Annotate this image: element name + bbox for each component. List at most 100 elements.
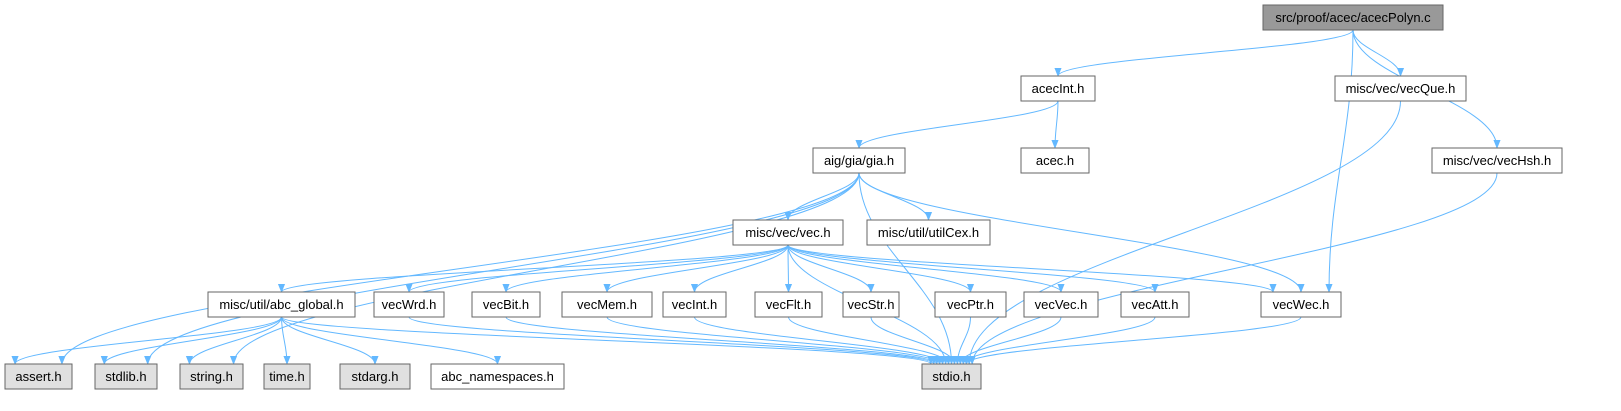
node-string: string.h	[179, 363, 244, 390]
node-time: time.h	[263, 363, 311, 390]
node-vecWec[interactable]: vecWec.h	[1260, 291, 1342, 318]
edge-acecInt-to-acec	[1051, 100, 1059, 149]
node-label: vecFlt.h	[766, 297, 812, 312]
node-box	[662, 291, 727, 318]
node-box	[373, 291, 445, 318]
node-acecInt[interactable]: acecInt.h	[1020, 75, 1096, 102]
node-vecHsh[interactable]: misc/vec/vecHsh.h	[1431, 147, 1563, 174]
node-abc_global[interactable]: misc/util/abc_global.h	[207, 291, 356, 318]
node-label: vecAtt.h	[1132, 297, 1179, 312]
node-box	[921, 363, 982, 390]
edge-vecInt-to-stdio	[694, 316, 947, 365]
node-box	[1262, 4, 1444, 31]
node-label: misc/util/abc_global.h	[219, 297, 343, 312]
edge-vec-to-vecFlt	[784, 244, 793, 293]
edge-vecAtt-to-stdio	[959, 316, 1156, 365]
node-label: aig/gia/gia.h	[824, 153, 894, 168]
node-label: vecMem.h	[577, 297, 637, 312]
edge-vecMem-to-stdio	[606, 316, 944, 365]
node-vecAtt[interactable]: vecAtt.h	[1120, 291, 1190, 318]
node-vecWrd[interactable]: vecWrd.h	[373, 291, 445, 318]
node-box	[1431, 147, 1563, 174]
edge-abc_global-to-stdarg	[281, 316, 379, 365]
node-box	[179, 363, 244, 390]
node-box	[1020, 75, 1096, 102]
node-box	[866, 219, 991, 246]
node-root: src/proof/acec/acecPolyn.c	[1262, 4, 1444, 31]
edge-gia-to-string	[230, 172, 860, 365]
node-vecFlt[interactable]: vecFlt.h	[754, 291, 823, 318]
edge-vec-to-vecAtt	[787, 244, 1159, 293]
node-label: vecInt.h	[672, 297, 718, 312]
edge-vec-to-abc_global	[278, 244, 789, 293]
node-box	[263, 363, 311, 390]
node-label: abc_namespaces.h	[441, 369, 554, 384]
node-box	[4, 363, 73, 390]
node-vecPtr[interactable]: vecPtr.h	[934, 291, 1007, 318]
node-vecMem[interactable]: vecMem.h	[561, 291, 653, 318]
edge-vec-to-vecInt	[690, 244, 789, 293]
edge-vec-to-vecMem	[603, 244, 789, 293]
node-acec[interactable]: acec.h	[1020, 147, 1090, 174]
edge-gia-to-vecWec	[858, 172, 1305, 293]
node-label: stdlib.h	[105, 369, 146, 384]
node-label: acec.h	[1036, 153, 1074, 168]
node-label: misc/vec/vec.h	[745, 225, 830, 240]
node-box	[842, 291, 900, 318]
edge-vecBit-to-stdio	[505, 316, 941, 365]
edge-vec-to-vecBit	[502, 244, 789, 293]
node-vecStr[interactable]: vecStr.h	[842, 291, 900, 318]
edge-vec-to-vecWrd	[405, 244, 789, 293]
edge-gia-to-stdlib	[144, 172, 860, 365]
node-stdio: stdio.h	[921, 363, 982, 390]
node-box	[732, 219, 844, 246]
node-label: stdio.h	[932, 369, 970, 384]
edge-gia-to-utilCex	[858, 172, 933, 221]
node-label: vecStr.h	[848, 297, 895, 312]
node-box	[430, 363, 565, 390]
edge-vec-to-vecPtr	[787, 244, 975, 293]
node-vecBit[interactable]: vecBit.h	[471, 291, 541, 318]
edge-abc_global-to-assert	[11, 316, 282, 365]
node-box	[1334, 75, 1467, 102]
node-abc_namespaces[interactable]: abc_namespaces.h	[430, 363, 565, 390]
edge-vecStr-to-stdio	[870, 316, 959, 365]
node-label: time.h	[269, 369, 304, 384]
node-vecQue[interactable]: misc/vec/vecQue.h	[1334, 75, 1467, 102]
node-label: misc/vec/vecQue.h	[1346, 81, 1456, 96]
edge-vecFlt-to-stdio	[788, 316, 953, 365]
node-vecInt[interactable]: vecInt.h	[662, 291, 727, 318]
edge-gia-to-vec	[784, 172, 860, 221]
node-gia[interactable]: aig/gia/gia.h	[812, 147, 906, 174]
node-box	[754, 291, 823, 318]
node-stdarg: stdarg.h	[339, 363, 411, 390]
node-box	[1120, 291, 1190, 318]
node-label: stdarg.h	[352, 369, 399, 384]
node-label: vecWec.h	[1273, 297, 1330, 312]
node-box	[1020, 147, 1090, 174]
edge-abc_global-to-string	[185, 316, 282, 365]
node-label: acecInt.h	[1032, 81, 1085, 96]
node-label: vecVec.h	[1035, 297, 1088, 312]
node-stdlib: stdlib.h	[94, 363, 158, 390]
node-box	[1023, 291, 1099, 318]
edge-vec-to-vecStr	[787, 244, 875, 293]
edge-abc_global-to-stdlib	[100, 316, 282, 365]
node-box	[561, 291, 653, 318]
edge-vecHsh-to-stdio	[968, 172, 1498, 365]
edge-vecPtr-to-stdio	[953, 316, 971, 365]
node-vec[interactable]: misc/vec/vec.h	[732, 219, 844, 246]
node-vecVec[interactable]: vecVec.h	[1023, 291, 1099, 318]
edge-vecWec-to-stdio	[962, 316, 1302, 365]
node-label: assert.h	[15, 369, 61, 384]
node-box	[934, 291, 1007, 318]
node-utilCex[interactable]: misc/util/utilCex.h	[866, 219, 991, 246]
edge-abc_global-to-time	[281, 316, 291, 365]
node-label: misc/vec/vecHsh.h	[1443, 153, 1551, 168]
node-label: string.h	[190, 369, 233, 384]
node-box	[339, 363, 411, 390]
node-label: misc/util/utilCex.h	[878, 225, 979, 240]
node-label: src/proof/acec/acecPolyn.c	[1275, 10, 1431, 25]
node-box	[471, 291, 541, 318]
